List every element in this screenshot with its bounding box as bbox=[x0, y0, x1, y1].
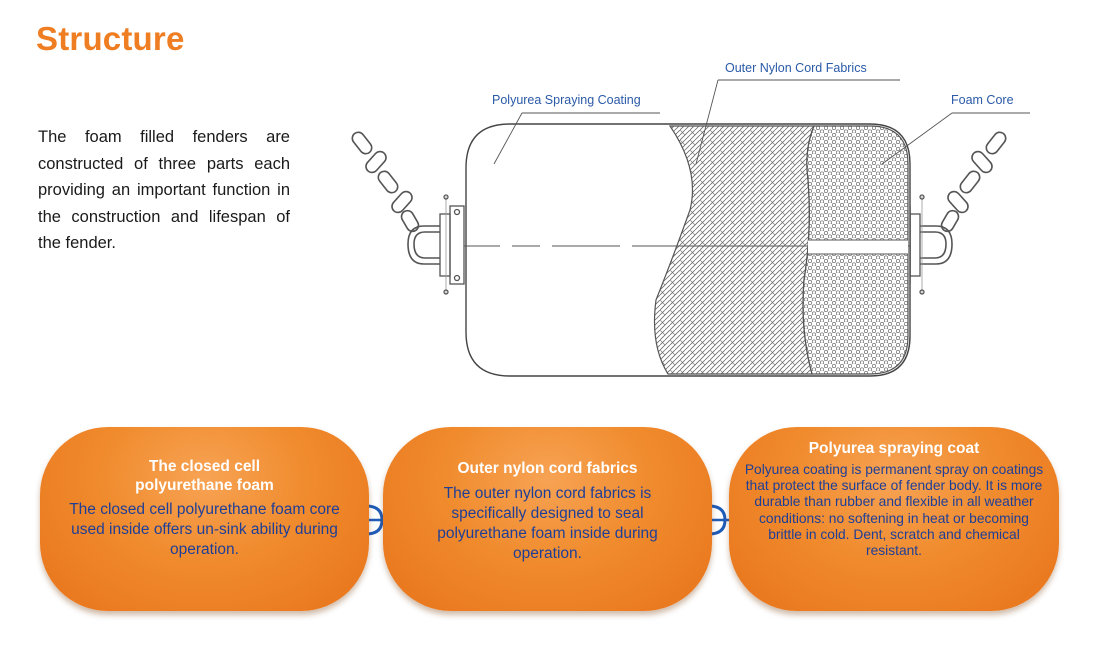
core-centre-band bbox=[808, 240, 908, 254]
fender-diagram bbox=[351, 79, 1030, 377]
right-chain-icon bbox=[920, 131, 1007, 265]
intro-paragraph: The foam filled fenders are constructed … bbox=[38, 128, 290, 252]
polyurea-coat-card-body: Polyurea coating is permanent spray on c… bbox=[744, 462, 1044, 559]
nylon-cord-card-title: Outer nylon cord fabrics bbox=[457, 460, 638, 477]
nylon-cord-card: Outer nylon cord fabrics The outer nylon… bbox=[383, 427, 712, 611]
foam-core-card-title: The closed cell polyurethane foam bbox=[135, 458, 274, 494]
left-end-fitting bbox=[439, 194, 465, 295]
foam-core-card-body: The closed cell polyurethane foam core u… bbox=[69, 501, 340, 558]
foam-core-card: The closed cell polyurethane foam The cl… bbox=[40, 427, 369, 611]
page-title: Structure bbox=[36, 20, 185, 57]
polyurea-coat-card-title: Polyurea spraying coat bbox=[808, 440, 980, 457]
callout-nylon-cord: Outer Nylon Cord Fabrics bbox=[725, 61, 867, 75]
polyurea-coat-card: Polyurea spraying coat Polyurea coating … bbox=[729, 427, 1059, 611]
callout-polyurea-coating: Polyurea Spraying Coating bbox=[492, 93, 641, 107]
leader-lines bbox=[493, 79, 1030, 165]
callout-foam-core: Foam Core bbox=[951, 93, 1014, 107]
nylon-cord-card-body: The outer nylon cord fabrics is specific… bbox=[437, 485, 658, 562]
left-chain-icon bbox=[351, 131, 440, 265]
